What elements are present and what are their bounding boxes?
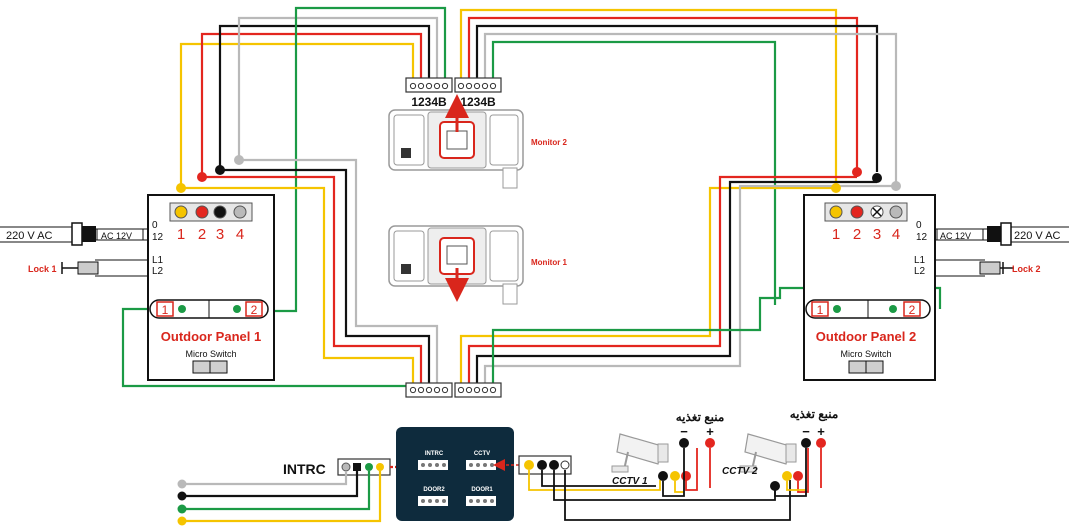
terminal-block-top-left (405, 77, 453, 93)
panel-2-pin-l1: L1 (914, 255, 926, 266)
panel-2-power-in: 220 V AC (1014, 230, 1061, 242)
panel-1-terminal-1: 1 (177, 226, 185, 243)
panel-2-button-pin-2: 2 (909, 303, 916, 317)
panel-1-terminal-4: 4 (236, 226, 244, 243)
wire-green-right-top (491, 40, 777, 305)
monitor-2: Monitor 2 (388, 94, 568, 189)
wire-yellow-right-bottom (459, 186, 836, 383)
panel-1-pin-l1: L1 (152, 255, 164, 266)
cctv-1-supply-label: منبع تغذیه (676, 410, 725, 425)
monitor-2-label: Monitor 2 (531, 138, 568, 147)
intrc-label: INTRC (283, 461, 326, 477)
panel-2-adapter: AC 12V (940, 231, 971, 241)
panel-2-power: AC 12V 220 V AC (935, 222, 1069, 246)
wire-red-right-bottom (467, 175, 857, 383)
cctv-connector (518, 455, 791, 521)
lock-1-label: Lock 1 (28, 264, 57, 274)
outdoor-panel-2: 1 2 3 4 0 12 L1 L2 1 2 Outdoor Panel 2 M… (803, 194, 936, 381)
terminal-block-bottom-left (405, 382, 453, 398)
wire-black-left-top (218, 24, 431, 170)
intrc-connector: INTRC (177, 458, 413, 526)
panel-1-pin-l2: L2 (152, 266, 164, 277)
panel-1-adapter: AC 12V (101, 231, 132, 241)
wire-gray-right-bottom (483, 184, 896, 383)
cctv-2: CCTV 2 − + منبع تغذیه (722, 407, 839, 497)
module-port-intrc-label: INTRC (425, 451, 444, 457)
panel-1-button-pin-2: 2 (251, 303, 258, 317)
wire-gray-left-bottom (239, 158, 439, 383)
monitor-1-label: Monitor 1 (531, 258, 568, 267)
cctv-2-plus: + (817, 424, 825, 439)
cctv-2-supply-label: منبع تغذیه (790, 407, 839, 422)
cctv-1-plus: + (706, 424, 714, 439)
wire-green-left-top (257, 6, 447, 313)
wire-dots (176, 155, 901, 193)
terminal-label-left: 1234B (411, 95, 447, 109)
monitor-1: Monitor 1 (388, 225, 568, 305)
wire-black-left-bottom (220, 168, 431, 383)
wires-top (179, 6, 898, 313)
outdoor-panel-1: 1 2 3 4 0 12 L1 L2 1 2 Outdoor Panel 1 M… (147, 194, 275, 381)
module-port-door1-label: DOOR1 (471, 487, 493, 493)
wire-red-left-bottom (202, 175, 423, 383)
wires-bottom (121, 158, 942, 388)
panel-2-terminal-4: 4 (892, 226, 900, 243)
wire-yellow-right-top (459, 8, 838, 188)
cctv-2-label: CCTV 2 (722, 466, 758, 477)
panel-2-pin-12: 12 (916, 232, 928, 243)
lock-2-label: Lock 2 (1012, 264, 1041, 274)
camera-2-icon (739, 433, 797, 473)
terminal-block-bottom-right (454, 382, 502, 398)
wire-gray-right-top (483, 32, 898, 186)
panel-1-terminal-3: 3 (216, 226, 224, 243)
panel-1-pin-0: 0 (152, 220, 158, 231)
camera-1-icon (611, 433, 669, 473)
wire-black-right-top (475, 24, 879, 172)
wire-black-right-bottom (475, 180, 877, 383)
cctv-1: CCTV 1 − + منبع تغذیه (611, 410, 725, 497)
terminal-block-top-right (454, 77, 502, 93)
panel-2-terminal-1: 1 (832, 226, 840, 243)
terminal-label-right: 1234B (460, 95, 496, 109)
panel-1-button-pin-1: 1 (162, 303, 169, 317)
panel-1-name: Outdoor Panel 1 (161, 329, 261, 344)
control-module: INTRC CCTV DOOR2 DOOR1 (396, 427, 519, 521)
module-port-cctv-label: CCTV (474, 451, 490, 457)
panel-1-lock: Lock 1 (28, 259, 148, 277)
cctv-1-label: CCTV 1 (612, 476, 648, 487)
panel-2-pin-0: 0 (916, 220, 922, 231)
wire-yellow-left-bottom (181, 186, 415, 383)
wire-red-right-top (467, 16, 859, 177)
cctv-2-minus: − (802, 424, 810, 439)
panel-1-micro-switch-label: Micro Switch (185, 349, 236, 359)
panel-1-power: 220 V AC AC 12V (0, 222, 148, 246)
panel-2-micro-switch-label: Micro Switch (840, 349, 891, 359)
panel-2-name: Outdoor Panel 2 (816, 329, 916, 344)
panel-2-button-pin-1: 1 (817, 303, 824, 317)
panel-2-terminal-2: 2 (853, 226, 861, 243)
panel-2-terminal-3: 3 (873, 226, 881, 243)
panel-1-power-in: 220 V AC (6, 230, 53, 242)
wire-gray-left-top (237, 16, 439, 160)
cctv-1-minus: − (680, 424, 688, 439)
panel-1-pin-12: 12 (152, 232, 164, 243)
panel-2-lock: Lock 2 (935, 259, 1041, 277)
module-port-door2-label: DOOR2 (423, 487, 445, 493)
panel-1-terminal-2: 2 (198, 226, 206, 243)
panel-2-pin-l2: L2 (914, 266, 926, 277)
wire-red-left-top (200, 32, 423, 177)
